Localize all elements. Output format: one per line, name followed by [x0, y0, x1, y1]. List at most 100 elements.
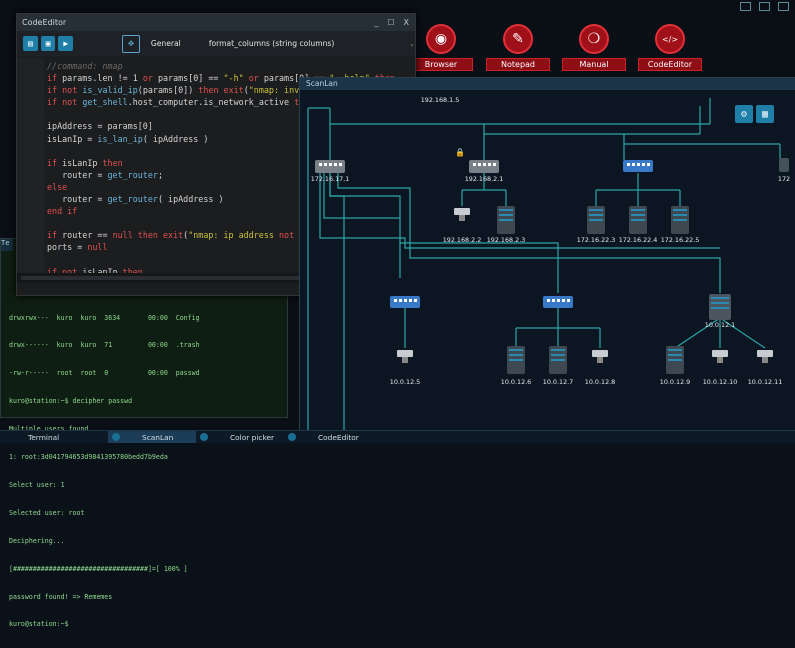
system-tray	[740, 0, 789, 12]
server-icon[interactable]	[666, 346, 684, 374]
save-icon[interactable]: ▣	[40, 36, 56, 51]
desktop-icon-codeeditor[interactable]: </> CodeEditor	[635, 24, 705, 71]
editor-titlebar[interactable]: CodeEditor _ ☐ X	[17, 14, 415, 31]
maximize-button[interactable]: ☐	[387, 18, 395, 27]
browser-icon: ◉	[426, 24, 456, 54]
code-line: end if	[47, 206, 78, 217]
network-scan-icon[interactable]: ⚙	[735, 105, 753, 123]
taskbar-item-terminal[interactable]: Terminal	[0, 431, 108, 443]
switch-icon[interactable]	[623, 160, 653, 172]
desktop-icon-label: CodeEditor	[638, 58, 702, 71]
node-label: 192.168.2.2	[442, 236, 482, 244]
code-line: ipAddress = params[0]	[47, 121, 153, 132]
camera-icon[interactable]	[708, 348, 732, 372]
terminal-line: Select user: 1	[9, 480, 65, 489]
node-label: 10.0.12.9	[659, 378, 691, 386]
editor-toolbar: ▤ ▣ ▶ ✥ General format_columns (string c…	[17, 31, 415, 56]
server-icon[interactable]	[779, 158, 789, 172]
horizontal-scrollbar[interactable]	[17, 273, 415, 283]
close-button[interactable]: X	[403, 18, 409, 27]
terminal-line: drwxrwx--- kuro kuro 3634 00:00 Config	[9, 313, 200, 322]
network-map[interactable]	[300, 78, 795, 432]
editor-title: CodeEditor	[22, 18, 67, 27]
taskbar-label: ScanLan	[142, 432, 174, 442]
camera-icon[interactable]	[450, 206, 474, 230]
desktop-icon-manual[interactable]: ❍ Manual	[559, 24, 629, 71]
code-line: if not isLanIp then	[47, 266, 143, 277]
router-icon[interactable]	[709, 294, 731, 320]
taskbar-item-scanlan[interactable]: ScanLan	[108, 431, 196, 443]
desktop-icon-notepad[interactable]: ✎ Notepad	[483, 24, 553, 71]
terminal-line: kuro@station:~$	[9, 620, 69, 629]
folder-open-icon[interactable]: ▤	[23, 36, 38, 51]
server-icon[interactable]	[629, 206, 647, 234]
general-dropdown-value: General	[150, 39, 181, 48]
node-label: 10.0.12.8	[584, 378, 616, 386]
node-label: 172.16.22.4	[618, 236, 658, 244]
terminal-line: drwx------ kuro kuro 71 00:00 .trash	[9, 341, 200, 350]
server-icon[interactable]	[549, 346, 567, 374]
node-label: 10.0.12.11	[747, 378, 783, 386]
camera-icon[interactable]	[393, 348, 417, 372]
terminal-line: Deciphering...	[9, 536, 65, 545]
code-line: router = get_router;	[47, 169, 163, 180]
terminal-line: password found! => Rememes	[9, 592, 113, 601]
desktop-icon-label: Manual	[562, 58, 626, 71]
server-icon[interactable]	[507, 346, 525, 374]
server-icon[interactable]	[671, 206, 689, 234]
dashboard-icon[interactable]: ▦	[756, 105, 774, 123]
chevron-down-icon: ⌄	[409, 39, 415, 48]
taskbar-item-color-picker[interactable]: Color picker	[196, 431, 284, 443]
server-icon[interactable]	[497, 206, 515, 234]
code-line: ports = null	[47, 242, 108, 253]
camera-icon[interactable]	[753, 348, 777, 372]
terminal-title: Te	[1, 239, 13, 251]
manual-icon: ❍	[579, 24, 609, 54]
window-tile-icon[interactable]	[759, 1, 770, 11]
terminal-line: kuro@station:~$ decipher passwd	[9, 397, 133, 406]
line-gutter	[17, 58, 44, 283]
router-icon[interactable]	[315, 160, 345, 173]
function-dropdown-value: format_columns (string columns)	[208, 39, 335, 48]
top-address-label: 192.168.1.5	[420, 96, 460, 104]
code-line: //command: nmap	[47, 61, 123, 71]
node-label: 192.168.2.3	[486, 236, 526, 244]
switch-icon[interactable]	[543, 296, 573, 308]
taskbar-label: Color picker	[230, 432, 275, 442]
play-icon[interactable]: ▶	[58, 36, 74, 51]
node-label: 172.16.22.3	[576, 236, 616, 244]
node-label: 172.16.22.5	[660, 236, 700, 244]
node-label: 10.0.12.1	[704, 321, 736, 329]
scrollbar-thumb[interactable]	[21, 276, 321, 280]
code-icon: </>	[655, 24, 685, 54]
scanlan-window[interactable]: ScanLan ⚙ ▦ 192.168.1.5 172.16.17.1 192.16…	[299, 77, 795, 433]
terminal-line: Selected user: root	[9, 508, 85, 517]
desktop-icon-label: Notepad	[486, 58, 550, 71]
node-label: 10.0.12.6	[500, 378, 532, 386]
minimize-button[interactable]: _	[374, 18, 379, 27]
taskbar-label: Terminal	[28, 432, 60, 442]
window-tile-icon[interactable]	[778, 1, 789, 11]
move-icon[interactable]: ✥	[122, 34, 140, 53]
scanlan-titlebar[interactable]: ScanLan	[300, 78, 795, 90]
node-label: 172.16.17.1	[310, 175, 350, 183]
desktop-icon-browser[interactable]: ◉ Browser	[406, 24, 476, 71]
lock-icon: 🔒	[455, 148, 465, 157]
terminal-output[interactable]: drwxrwx--- kuro kuro 3634 00:00 Config d…	[9, 295, 283, 648]
scanlan-app-icon	[112, 433, 120, 441]
function-dropdown[interactable]: format_columns (string columns) ⌄	[209, 39, 415, 48]
terminal-line: -rw-r----- root root 0 00:00 passwd	[9, 369, 200, 378]
window-tile-icon[interactable]	[740, 1, 751, 11]
node-label: 172	[777, 175, 791, 183]
taskbar-item-codeeditor[interactable]: CodeEditor	[284, 431, 378, 443]
notepad-icon: ✎	[503, 24, 533, 54]
general-dropdown[interactable]: General	[151, 39, 206, 48]
camera-icon[interactable]	[588, 348, 612, 372]
router-icon[interactable]	[469, 160, 499, 173]
code-line: router = get_router( ipAddress )	[47, 194, 224, 205]
switch-icon[interactable]	[390, 296, 420, 308]
terminal-line: Multiple users found.	[9, 425, 283, 434]
taskbar: Terminal ScanLan Color picker CodeEditor	[0, 430, 795, 443]
desktop-icon-label: Browser	[409, 58, 473, 71]
server-icon[interactable]	[587, 206, 605, 234]
